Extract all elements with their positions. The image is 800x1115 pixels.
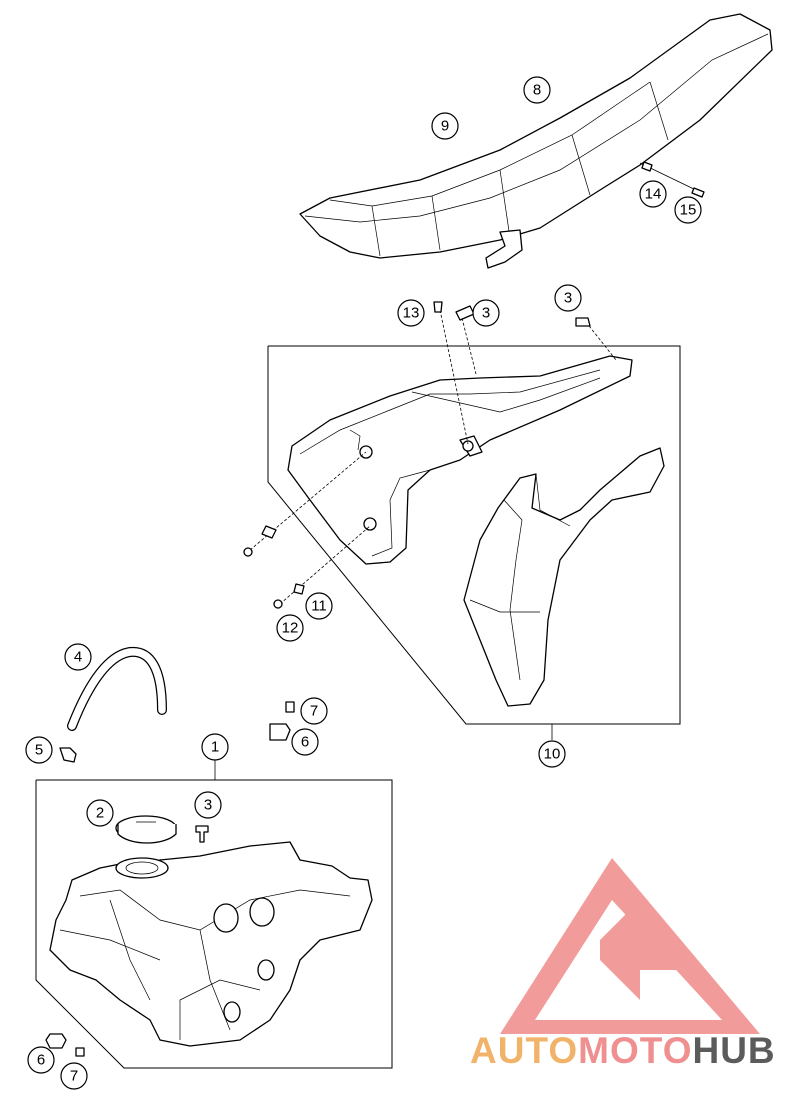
callout-9: 9 [431, 112, 459, 140]
fuel-cap [115, 815, 177, 844]
svg-text:11: 11 [311, 598, 327, 615]
screw-7-lower [75, 1047, 85, 1057]
fuel-tank-group-frame [35, 779, 393, 1069]
svg-text:10: 10 [544, 746, 561, 763]
svg-text:9: 9 [441, 118, 449, 135]
callout-1: 1 [201, 733, 229, 761]
svg-text:1: 1 [211, 739, 219, 756]
svg-text:7: 7 [70, 1068, 78, 1085]
svg-text:2: 2 [96, 805, 104, 822]
panel-screws [243, 301, 591, 609]
callout-11: 11 [305, 592, 333, 620]
callout-7-mid: 7 [300, 697, 328, 725]
watermark-auto: AUTO [470, 1030, 579, 1071]
svg-text:13: 13 [403, 305, 420, 322]
callout-7-bottom: 7 [60, 1062, 88, 1090]
callout-12: 12 [276, 614, 304, 642]
svg-text:14: 14 [645, 186, 662, 203]
watermark-moto: MOTO [578, 1030, 693, 1071]
bolt-13-axis [439, 309, 469, 445]
callout-13: 13 [397, 299, 425, 327]
watermark-logo-mark [500, 858, 760, 1034]
callout-5: 5 [25, 736, 53, 764]
screw-7 [285, 701, 295, 713]
side-panel-group-frame [267, 345, 681, 725]
bushing-6 [269, 723, 291, 741]
svg-text:3: 3 [564, 290, 572, 307]
watermark-triangle [500, 858, 760, 1034]
svg-text:6: 6 [301, 734, 309, 751]
screw-3-axis-right [585, 321, 617, 361]
svg-text:7: 7 [310, 703, 318, 720]
svg-text:3: 3 [482, 305, 490, 322]
side-panel-left [287, 355, 633, 565]
vent-hose [67, 646, 167, 731]
watermark-wordmark: AUTOMOTOHUB [470, 1030, 795, 1074]
seat-bolt [641, 161, 705, 198]
seat [299, 13, 773, 269]
svg-text:5: 5 [35, 742, 43, 759]
watermark-inner-m [600, 900, 690, 1000]
callout-4: 4 [64, 643, 92, 671]
callout-10: 10 [538, 740, 566, 768]
svg-text:12: 12 [282, 620, 299, 637]
svg-text:3: 3 [204, 797, 212, 814]
callout-2: 2 [86, 799, 114, 827]
svg-text:8: 8 [533, 82, 541, 99]
tank-screw-3 [195, 825, 209, 843]
callout-3-top: 3 [472, 299, 500, 327]
fuel-tank [49, 841, 373, 1047]
hose-valve [59, 747, 77, 763]
callout-6-bottom: 6 [27, 1046, 55, 1074]
callout-6-mid: 6 [291, 728, 319, 756]
svg-text:15: 15 [680, 202, 697, 219]
svg-text:6: 6 [37, 1052, 45, 1069]
callout-3-right: 3 [554, 284, 582, 312]
callout-3-tank: 3 [194, 791, 222, 819]
bushing-6-lower [45, 1033, 67, 1049]
callout-14: 14 [639, 180, 667, 208]
callout-8: 8 [523, 76, 551, 104]
svg-text:4: 4 [74, 649, 82, 666]
side-panel-lower [463, 447, 665, 707]
callout-15: 15 [674, 196, 702, 224]
watermark-hub: HUB [692, 1030, 776, 1071]
